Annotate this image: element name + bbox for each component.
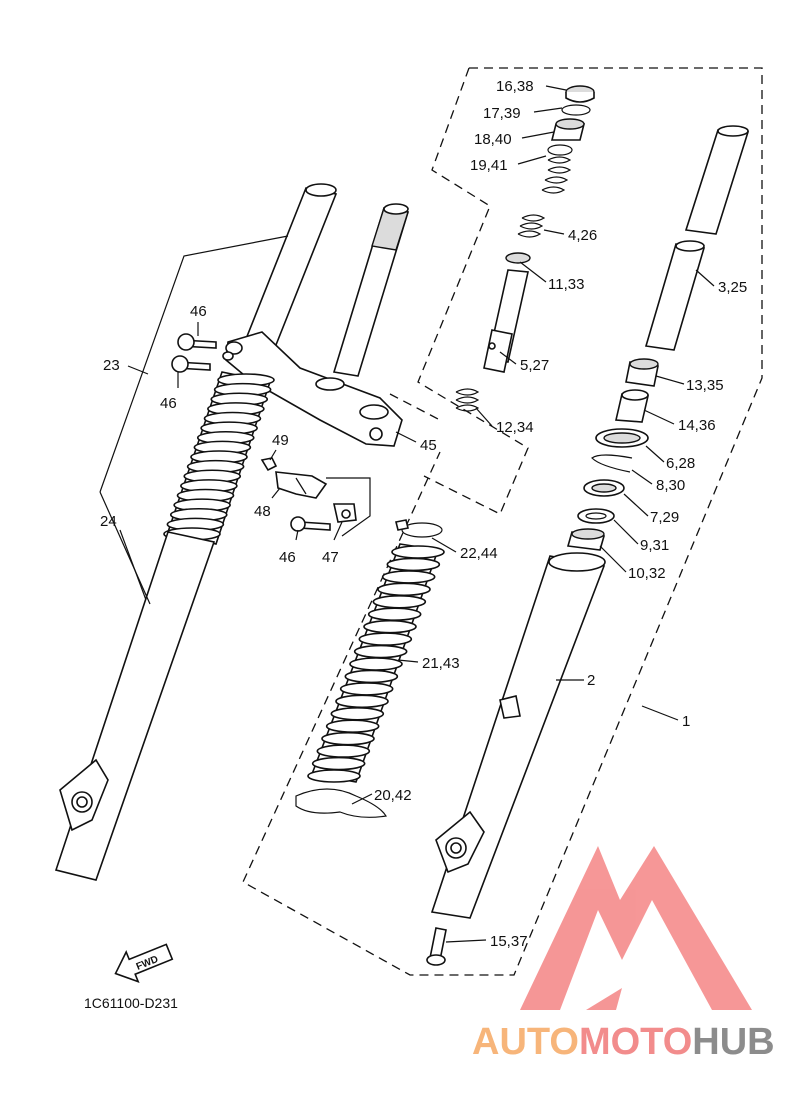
washer-19 <box>547 144 573 156</box>
bellows-rib <box>358 632 413 646</box>
callout-49: 49 <box>272 432 289 449</box>
damper-rod-5 <box>483 269 529 373</box>
washer-6 <box>595 428 649 448</box>
bellows-rib <box>335 694 389 709</box>
callout-3: 3,25 <box>718 279 747 296</box>
callout-12: 12,34 <box>496 419 534 436</box>
bellows-rib <box>391 545 445 559</box>
callout-labels: 16,38 17,39 18,40 19,41 4,26 11,33 5,27 … <box>100 78 747 950</box>
leader-lines <box>99 85 715 943</box>
circlip-17 <box>561 104 591 116</box>
watermark-moto: MOTO <box>579 1021 692 1063</box>
seal-10 <box>566 528 606 551</box>
spring-12 <box>455 388 480 412</box>
bellows-rib <box>307 769 361 783</box>
spring-4 <box>517 214 546 238</box>
bellows-rib <box>311 756 366 771</box>
callout-13: 13,35 <box>686 377 724 394</box>
bolt-15 <box>426 927 447 966</box>
watermark-auto: AUTO <box>472 1021 579 1063</box>
left-fork-assembly <box>54 183 410 881</box>
callout-20: 20,42 <box>374 787 412 804</box>
callout-1: 1 <box>682 713 690 730</box>
bellows-rib <box>367 607 422 622</box>
washer-9 <box>577 508 615 524</box>
watermark-text: AUTOMOTOHUB <box>472 1021 775 1063</box>
watermark-logo-mark <box>520 846 752 1010</box>
clamp-22 <box>395 519 443 538</box>
oil-seal-7 <box>583 479 625 497</box>
bellows-rib <box>321 731 375 746</box>
nut-49 <box>260 457 278 472</box>
bolt-46-guide <box>290 516 331 532</box>
bushing-14 <box>615 389 649 423</box>
bellows-rib <box>349 657 403 671</box>
bellows-rib <box>363 619 417 634</box>
callout-45: 45 <box>420 437 437 454</box>
inner-tube-3 <box>644 125 750 351</box>
fwd-arrow: FWD <box>114 943 174 983</box>
callout-21: 21,43 <box>422 655 460 672</box>
callout-23: 23 <box>103 357 120 374</box>
callout-22: 22,44 <box>460 545 498 562</box>
callout-24: 24 <box>100 513 117 530</box>
callout-46-lower: 46 <box>160 395 177 412</box>
callout-46-upper: 46 <box>190 303 207 320</box>
clamp-20 <box>295 788 387 818</box>
watermark-logo <box>520 846 752 1010</box>
callout-47: 47 <box>322 549 339 566</box>
spacer-18 <box>550 118 586 141</box>
bellows-rib <box>353 644 408 659</box>
callout-15: 15,37 <box>490 933 528 950</box>
callout-17: 17,39 <box>483 105 521 122</box>
callout-11: 11,33 <box>548 276 584 293</box>
bellows-rib <box>386 557 441 572</box>
watermark-hub: HUB <box>692 1021 774 1063</box>
callout-10: 10,32 <box>628 565 666 582</box>
bolt-46-upper <box>177 333 217 351</box>
callout-6: 6,28 <box>666 455 695 472</box>
bellows-rib <box>325 719 380 734</box>
bushing-13 <box>625 358 659 387</box>
hose-guide-48 <box>275 471 328 499</box>
callout-8: 8,30 <box>656 477 685 494</box>
callout-7: 7,29 <box>650 509 679 526</box>
outer-tube-2 <box>430 552 606 919</box>
boot-21 <box>307 543 445 783</box>
bellows-rib <box>344 669 399 684</box>
spring-upper <box>541 156 572 194</box>
bellows-rib <box>316 744 371 758</box>
piston-ring-11 <box>505 252 531 264</box>
callout-4: 4,26 <box>568 227 597 244</box>
assembly-boundaries <box>242 67 763 976</box>
callout-5: 5,27 <box>520 357 549 374</box>
callout-9: 9,31 <box>640 537 669 554</box>
bolt-46-lower <box>171 355 211 373</box>
bellows-rib <box>377 582 431 597</box>
callout-48: 48 <box>254 503 271 520</box>
bellows-rib <box>381 570 436 584</box>
bellows-rib <box>372 594 427 609</box>
callout-2: 2 <box>587 672 595 689</box>
callout-14: 14,36 <box>678 417 716 434</box>
callout-18: 18,40 <box>474 131 512 148</box>
bellows-rib <box>339 682 394 696</box>
callout-19: 19,41 <box>470 157 508 174</box>
diagram-code: 1C61100-D231 <box>84 995 178 1011</box>
circlip-8 <box>591 454 633 473</box>
callout-46-guide: 46 <box>279 549 296 566</box>
plate-47 <box>333 503 357 523</box>
bellows-rib <box>330 706 385 721</box>
cap-16 <box>565 85 595 103</box>
callout-16: 16,38 <box>496 78 534 95</box>
